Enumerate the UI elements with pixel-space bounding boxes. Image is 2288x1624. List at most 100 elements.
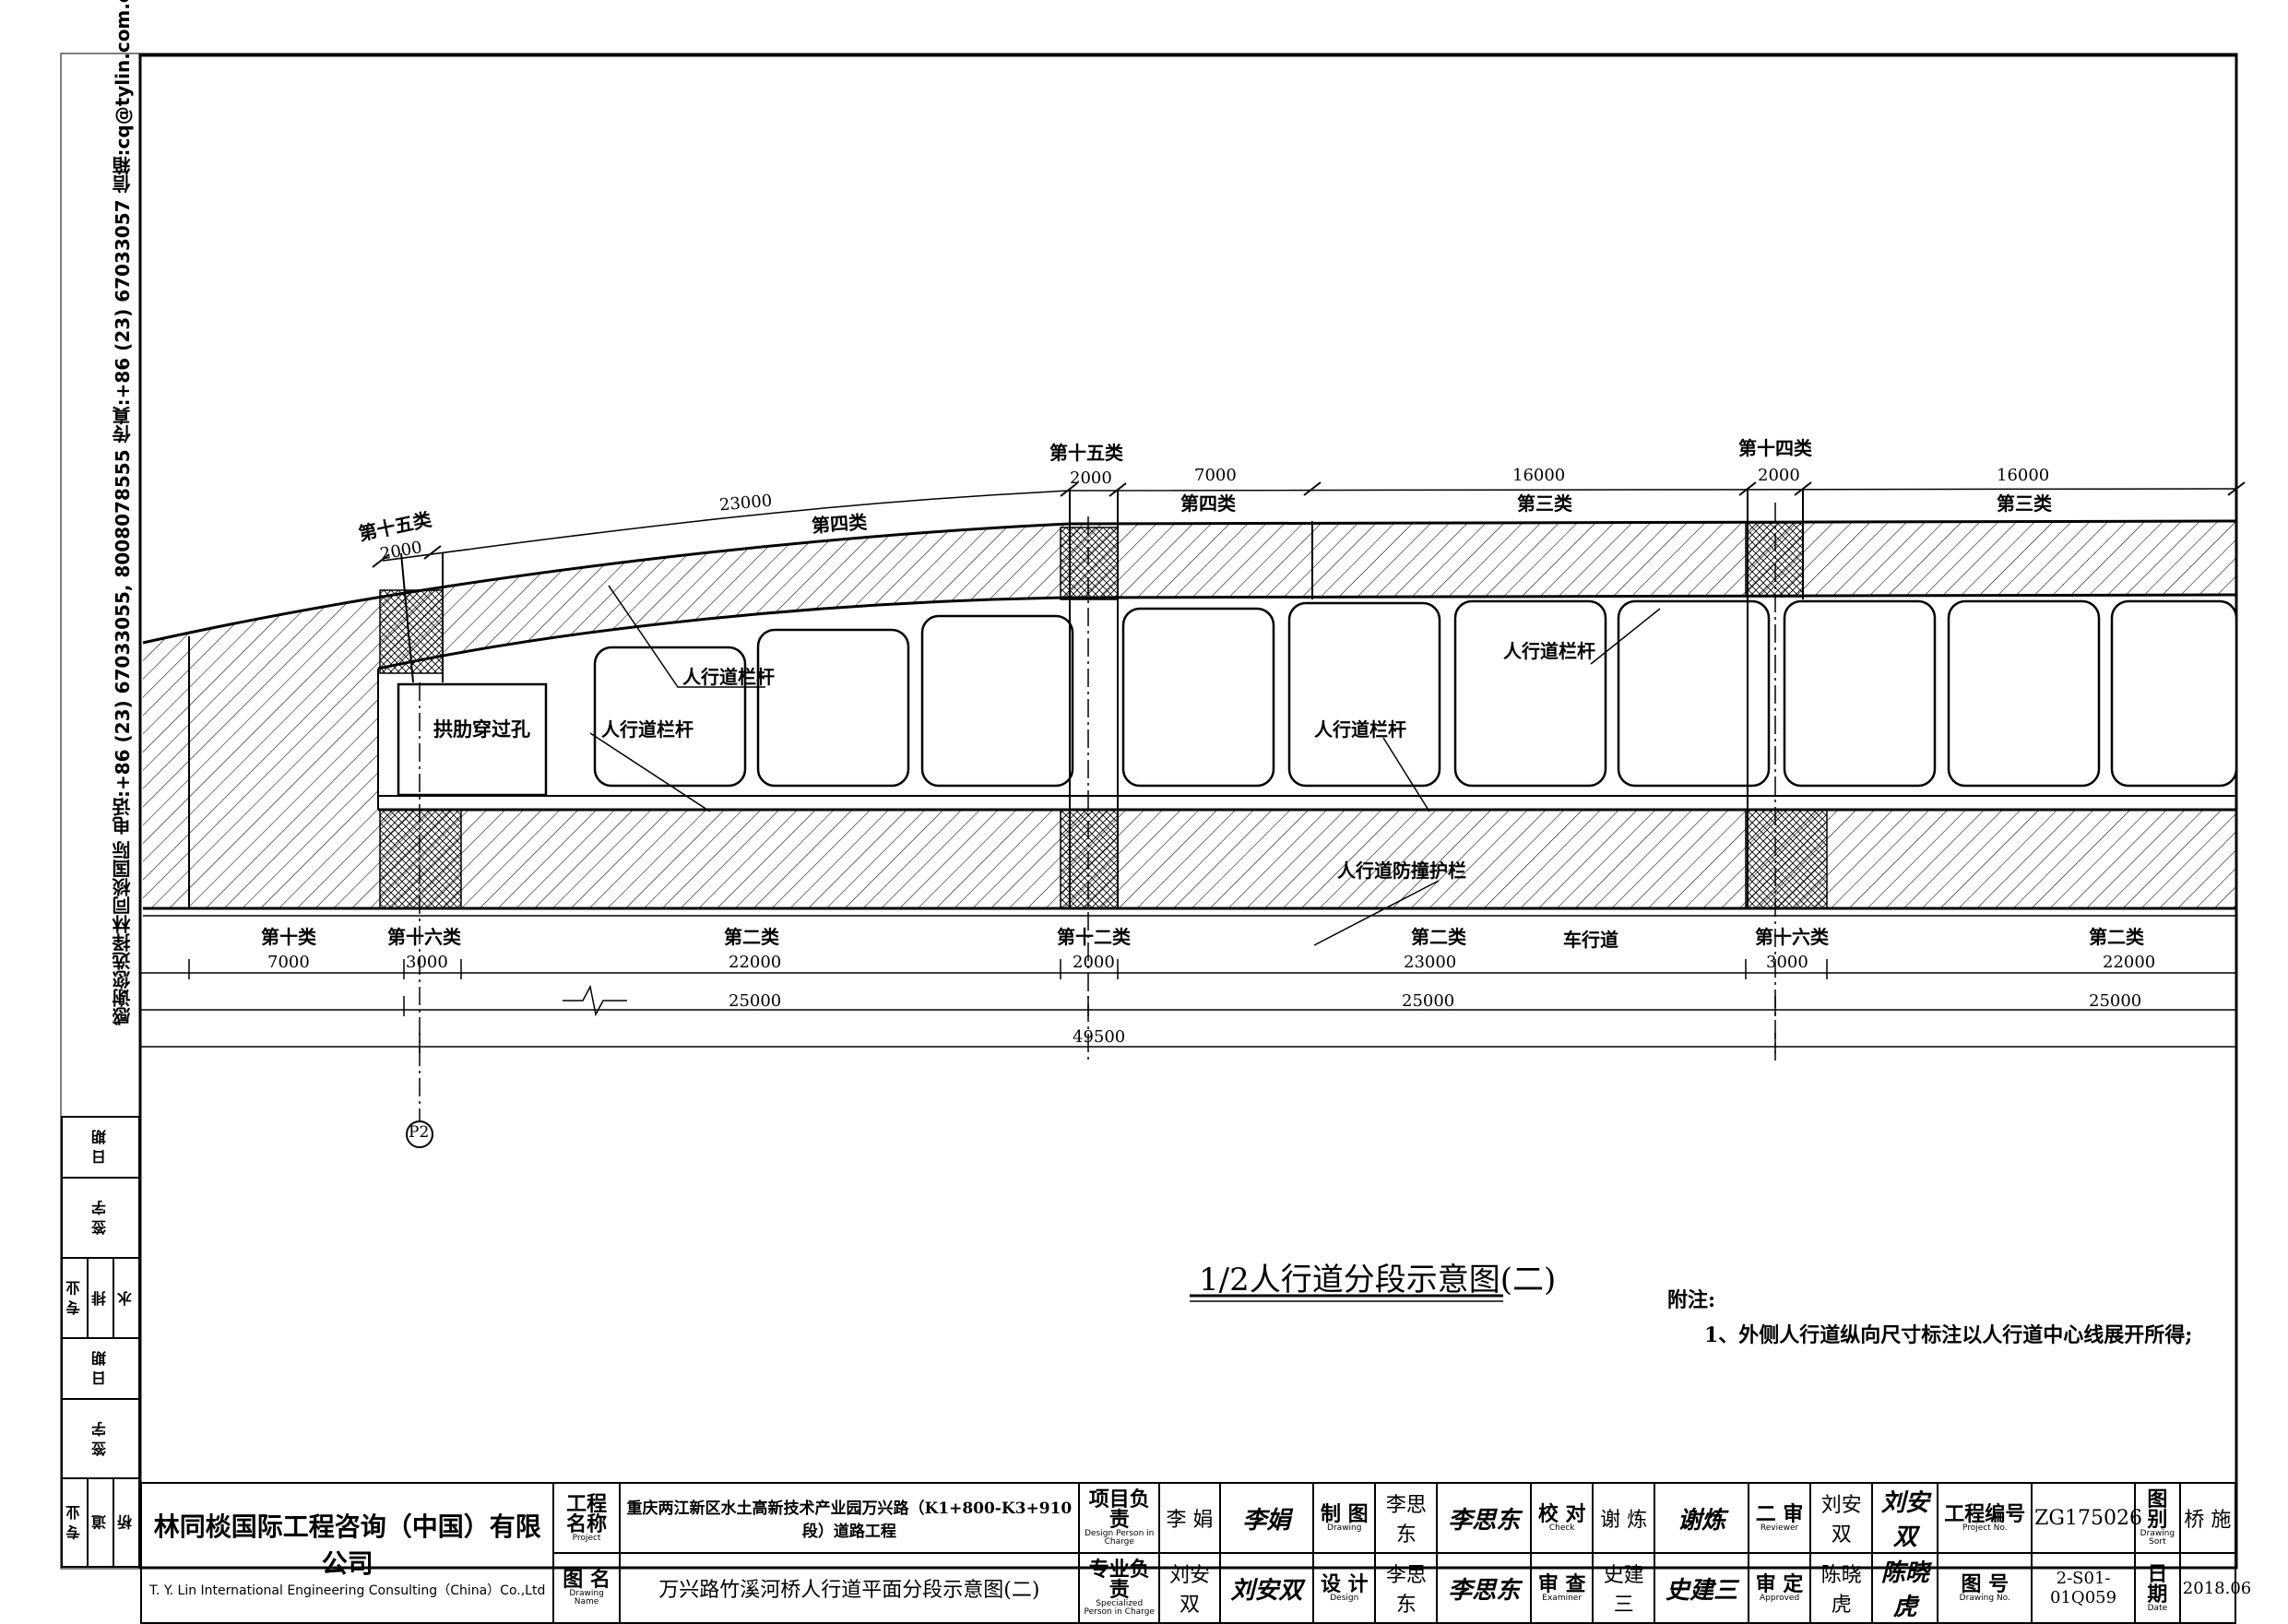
label-cat2-b: 第二类 bbox=[1411, 926, 1466, 948]
dim-top-2000-c: 2000 bbox=[1758, 466, 1800, 485]
company-address-sidebar: 感谢您选择林同棪国际 电话:+86 (23) 67033055, 8008078… bbox=[112, 0, 134, 1025]
dim-r2-25000-c: 25000 bbox=[2089, 991, 2142, 1011]
dim-b-7000: 7000 bbox=[267, 953, 310, 972]
dim-b-22000-a: 22000 bbox=[729, 953, 782, 972]
side-spec-1b: 排 bbox=[88, 1257, 113, 1338]
deck-inner-arc bbox=[377, 593, 2237, 670]
sm-signature: 刘安双 bbox=[1218, 1552, 1315, 1624]
dim-b-23000: 23000 bbox=[1404, 953, 1457, 972]
exam-name: 史建三 bbox=[1592, 1552, 1656, 1624]
design-signature: 李思东 bbox=[1436, 1552, 1533, 1624]
guard-band bbox=[378, 810, 2236, 908]
company-name-en: T. Y. Lin International Engineering Cons… bbox=[149, 1583, 546, 1598]
top-dim-arc bbox=[382, 488, 2237, 562]
label-railing-2: 人行道栏杆 bbox=[601, 718, 694, 741]
dim-top-2000-b: 2000 bbox=[1070, 468, 1112, 488]
sm-name: 刘安双 bbox=[1158, 1552, 1221, 1624]
label-cat14: 第十四类 bbox=[1738, 437, 1812, 459]
label-cat15-b: 第十五类 bbox=[1049, 442, 1123, 464]
label-cat2-c: 第二类 bbox=[2089, 926, 2144, 948]
dim-top-16000-a: 16000 bbox=[1512, 466, 1566, 485]
label-cat16-b: 第十六类 bbox=[1755, 926, 1829, 948]
label-cat2-a: 第二类 bbox=[724, 926, 779, 948]
draw-signature: 李思东 bbox=[1436, 1482, 1533, 1554]
deck-outer-arc bbox=[142, 519, 2237, 645]
label-cat3-b: 第三类 bbox=[1997, 492, 2052, 515]
approve-signature: 陈晓虎 bbox=[1871, 1552, 1939, 1624]
drawing-title: 1/2人行道分段示意图(二) bbox=[1199, 1262, 1557, 1298]
design-name: 李思东 bbox=[1374, 1552, 1439, 1624]
label-railing-3: 人行道栏杆 bbox=[1314, 718, 1406, 741]
label-railing-4: 人行道栏杆 bbox=[1503, 640, 1595, 662]
dim-b-22000-b: 22000 bbox=[2103, 953, 2156, 972]
dim-top-7000: 7000 bbox=[1194, 466, 1237, 485]
label-cat12: 第十二类 bbox=[1057, 926, 1131, 948]
side-sign-2: 签 字 bbox=[62, 1398, 139, 1479]
dim-b-3000-a: 3000 bbox=[406, 953, 448, 972]
side-spec-1c: 水 bbox=[113, 1257, 139, 1338]
check-signature: 谢炼 bbox=[1654, 1482, 1750, 1554]
review-signature: 刘安双 bbox=[1871, 1482, 1939, 1554]
dim-b-3000-b: 3000 bbox=[1766, 953, 1808, 972]
pier-marker-circle bbox=[406, 1120, 433, 1148]
label-cat16-a: 第十六类 bbox=[387, 926, 461, 948]
bottom-dim-lines bbox=[140, 959, 2236, 1053]
approve-name: 陈晓虎 bbox=[1809, 1552, 1874, 1624]
company-name-cn: 林同棪国际工程咨询（中国）有限公司 bbox=[153, 1511, 541, 1579]
label-cat3-a: 第三类 bbox=[1517, 492, 1572, 515]
joint-lines bbox=[400, 489, 1804, 908]
side-date-1: 日 期 bbox=[62, 1117, 139, 1178]
dim-r3-49500: 49500 bbox=[1073, 1027, 1126, 1047]
leader-lines bbox=[589, 585, 1661, 946]
notes-item-1: 1、外侧人行道纵向尺寸标注以人行道中心线展开所得; bbox=[1704, 1323, 2193, 1347]
label-arch-rib-hole: 拱肋穿过孔 bbox=[433, 717, 530, 741]
draw-name: 李思东 bbox=[1374, 1482, 1439, 1554]
pm-name: 李 娟 bbox=[1158, 1482, 1221, 1554]
top-dim-ticks bbox=[372, 481, 2246, 568]
side-sign-1: 签 字 bbox=[62, 1177, 139, 1258]
review-name: 刘安双 bbox=[1809, 1482, 1874, 1554]
label-cat4-b: 第四类 bbox=[1180, 492, 1236, 515]
drawing-name: 万兴路竹溪河桥人行道平面分段示意图(二) bbox=[618, 1552, 1081, 1624]
drawing-sort: 桥 施 bbox=[2178, 1482, 2237, 1554]
label-railing-1: 人行道栏杆 bbox=[682, 666, 775, 688]
break-mark bbox=[563, 984, 627, 1017]
project-number: ZG175026 bbox=[2031, 1482, 2142, 1554]
label-guard-rail: 人行道防撞护栏 bbox=[1337, 859, 1466, 882]
dim-r2-25000-b: 25000 bbox=[1402, 991, 1455, 1011]
pm-signature: 李娟 bbox=[1218, 1482, 1315, 1554]
side-spec-2c: 桥 bbox=[113, 1478, 139, 1567]
dim-r2-25000-a: 25000 bbox=[729, 991, 782, 1011]
discipline-sign-column: 日 期 签 字 专 业 排 水 日 期 签 字 专 业 道 桥 bbox=[61, 1116, 140, 1568]
side-spec-2b: 道 bbox=[88, 1478, 113, 1567]
company-cell: 林同棪国际工程咨询（中国）有限公司 T. Y. Lin Internationa… bbox=[139, 1482, 555, 1624]
side-date-2: 日 期 bbox=[62, 1337, 139, 1399]
dim-top-16000-b: 16000 bbox=[1997, 466, 2050, 485]
pier-label: P2 bbox=[409, 1123, 430, 1142]
check-name: 谢 炼 bbox=[1592, 1482, 1656, 1554]
side-spec-1: 专 业 bbox=[62, 1257, 88, 1338]
label-cat10: 第十类 bbox=[261, 926, 316, 948]
label-cat4-a: 第四类 bbox=[811, 510, 868, 538]
sidewalk-hatched-strip bbox=[143, 521, 2236, 908]
side-spec-2: 专 业 bbox=[62, 1478, 88, 1567]
project-name: 重庆两江新区水土高新技术产业园万兴路（K1+800-K3+910段）道路工程 bbox=[618, 1482, 1081, 1554]
drawing-date: 2018.06 bbox=[2178, 1552, 2251, 1624]
label-roadway: 车行道 bbox=[1563, 929, 1618, 951]
dim-b-2000: 2000 bbox=[1073, 953, 1115, 972]
title-block: 林同棪国际工程咨询（中国）有限公司 T. Y. Lin Internationa… bbox=[139, 1482, 2251, 1624]
